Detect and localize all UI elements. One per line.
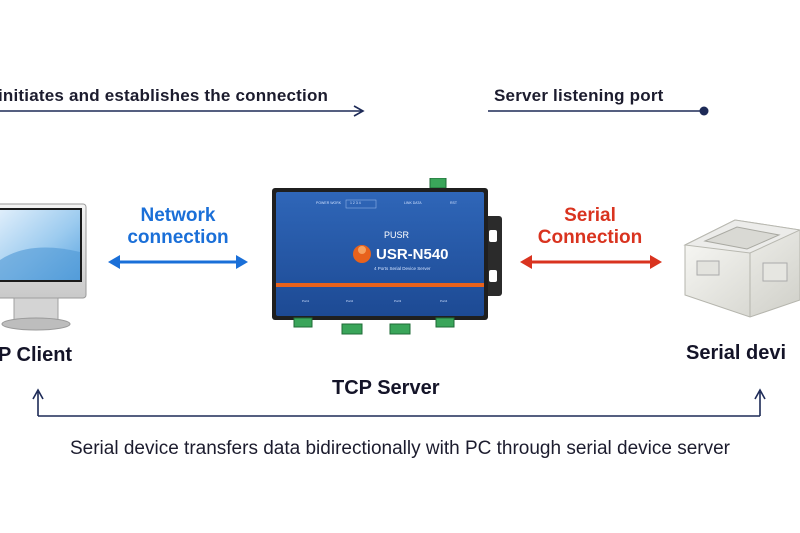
serial-label-line1: Serial bbox=[564, 205, 616, 226]
bidirectional-bracket-arrow bbox=[32, 388, 766, 417]
svg-text:RST: RST bbox=[450, 201, 458, 205]
listening-port-caption: Server listening port bbox=[494, 86, 664, 105]
serial-bidirectional-arrow bbox=[520, 255, 662, 269]
printer-icon bbox=[683, 219, 800, 318]
network-connection-label: Network connection bbox=[118, 205, 238, 249]
serial-device-label: Serial devi bbox=[686, 342, 787, 364]
usr-logo-icon bbox=[353, 245, 371, 263]
computer-monitor-icon bbox=[0, 203, 87, 331]
device-model: USR-N540 bbox=[376, 246, 449, 263]
svg-text:Port2: Port2 bbox=[346, 299, 354, 303]
network-bidirectional-arrow bbox=[108, 255, 248, 269]
top-right-line bbox=[488, 106, 709, 116]
top-left-arrow bbox=[0, 105, 365, 117]
network-label-line2: connection bbox=[127, 227, 229, 248]
svg-text:Port1: Port1 bbox=[302, 299, 310, 303]
device-subtitle: 4 Ports Serial Device Server bbox=[374, 266, 431, 271]
svg-text:Port3: Port3 bbox=[394, 299, 402, 303]
serial-connection-label: Serial Connection bbox=[530, 205, 650, 249]
svg-text:POWER WORK: POWER WORK bbox=[316, 201, 342, 205]
device-brand: PUSR bbox=[384, 230, 410, 240]
svg-text:1 2 3 4: 1 2 3 4 bbox=[350, 201, 361, 205]
connection-initiation-caption: initiates and establishes the connection bbox=[0, 86, 329, 105]
serial-label-line2: Connection bbox=[537, 227, 643, 248]
bottom-caption: Serial device transfers data bidirection… bbox=[69, 438, 731, 459]
svg-text:LINK DATA: LINK DATA bbox=[404, 201, 422, 205]
tcp-client-label: P Client bbox=[0, 344, 73, 366]
tcp-server-label: TCP Server bbox=[332, 377, 440, 399]
svg-text:Port4: Port4 bbox=[440, 299, 448, 303]
serial-device-server-icon: POWER WORK 1 2 3 4 LINK DATA RST PUSR US… bbox=[272, 178, 502, 335]
network-label-line1: Network bbox=[140, 205, 216, 226]
